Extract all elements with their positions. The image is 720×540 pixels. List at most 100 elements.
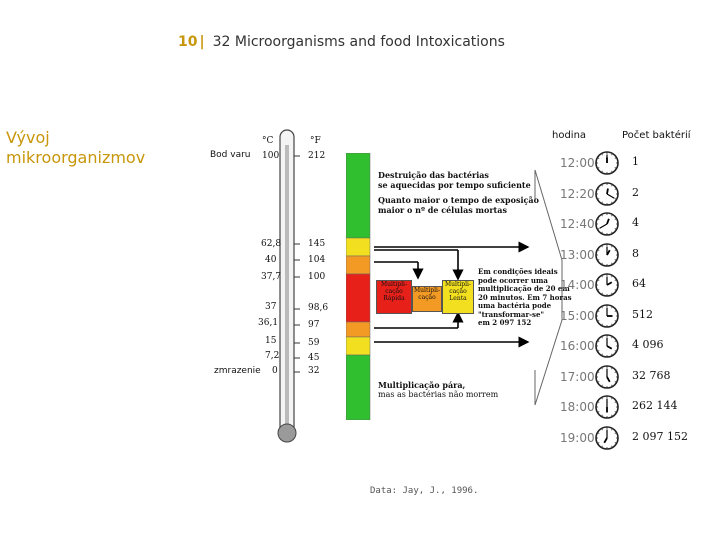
time-label: 16:00 xyxy=(560,339,595,353)
bottom-line: Multiplicação pára, xyxy=(378,380,466,390)
bacteria-count: 64 xyxy=(632,277,646,290)
time-label: 12:20 xyxy=(560,186,595,201)
destruction-line: maior o nº de células mortas xyxy=(378,205,507,215)
bottom-line: mas as bactérias não morrem xyxy=(378,390,499,399)
clock-icon xyxy=(595,303,619,328)
celsius-tick: 100 xyxy=(262,151,280,161)
celsius-tick: 37,7 xyxy=(261,272,282,282)
bacteria-count: 4 096 xyxy=(632,338,664,351)
box-line: Rápida xyxy=(383,295,405,302)
fahrenheit-tick: 212 xyxy=(308,151,326,161)
schedule-row: 12:20 2 xyxy=(560,179,720,210)
celsius-unit: °C xyxy=(262,136,274,146)
schedule-row: 17:00 32 768 xyxy=(560,362,720,393)
freezing-label: zmrazenie xyxy=(214,366,261,376)
schedule-row: 14:00 64 xyxy=(560,270,720,301)
destruction-line: Destruição das bactérias xyxy=(378,170,489,180)
celsius-tick: 40 xyxy=(265,255,277,265)
fast-multiplication-box: Multipli- cação Rápida xyxy=(376,280,412,314)
mid-line: multiplicação de 20 em xyxy=(478,284,570,293)
time-label: 18:00 xyxy=(560,400,595,414)
time-label: 19:00 xyxy=(560,430,595,445)
schedule-row: 12:00 1 xyxy=(560,148,720,179)
celsius-tick: 37 xyxy=(265,302,277,312)
celsius-tick: 7,2 xyxy=(265,351,280,361)
box-line: cação xyxy=(418,294,436,301)
bacteria-count: 2 097 152 xyxy=(632,429,688,443)
time-label: 12:40 xyxy=(560,217,595,231)
clock-icon xyxy=(595,425,619,450)
clock-icon xyxy=(595,334,619,358)
stop-multiplication-text: Multiplicação pára, mas as bactérias não… xyxy=(378,380,498,400)
bacteria-count: 32 768 xyxy=(632,368,671,382)
destruction-line: se aquecidas por tempo suficiente xyxy=(378,180,531,190)
bacteria-count: 1 xyxy=(632,155,639,168)
celsius-tick: 0 xyxy=(272,366,278,376)
fahrenheit-tick: 45 xyxy=(308,353,320,363)
schedule-row: 18:00 262 144 xyxy=(560,392,720,423)
schedule-row: 16:00 4 096 xyxy=(560,331,720,362)
time-label: 15:00 xyxy=(560,308,595,323)
celsius-tick: 36,1 xyxy=(258,318,279,328)
box-line: Multipli- xyxy=(445,281,471,288)
bacteria-count: 512 xyxy=(632,307,653,321)
mid-line: "transformar-se" xyxy=(478,309,545,319)
bacteria-count: 262 144 xyxy=(632,399,678,412)
mid-line: em 2 097 152 xyxy=(478,318,532,327)
page-header: 10| 32 Microorganisms and food Intoxicati… xyxy=(178,34,505,50)
ideal-conditions-text: Em condições ideais pode ocorrer uma mul… xyxy=(478,267,572,328)
header-separator: | xyxy=(199,34,205,50)
box-line: cação xyxy=(385,288,403,295)
fahrenheit-tick: 145 xyxy=(308,239,326,249)
temperature-zone-bar xyxy=(346,153,371,420)
clock-icon xyxy=(595,273,619,297)
data-source: Data: Jay, J., 1996. xyxy=(370,486,479,496)
time-label: 14:00 xyxy=(560,278,595,292)
arrow-diagram xyxy=(374,169,563,406)
clock-icon xyxy=(595,364,619,389)
box-line: Multipli- xyxy=(381,281,407,288)
medium-multiplication-box: Multipli- cação xyxy=(412,286,442,312)
fahrenheit-tick: 98,6 xyxy=(308,303,329,313)
schedule-row: 15:00 512 xyxy=(560,301,720,332)
fahrenheit-tick: 59 xyxy=(308,338,320,348)
clock-icon xyxy=(595,395,619,419)
side-title-line1: Vývoj xyxy=(6,128,50,147)
schedule-row: 12:40 4 xyxy=(560,209,720,240)
bacteria-count: 2 xyxy=(632,185,639,199)
side-title-line2: mikroorganizmov xyxy=(6,148,146,167)
page-number: 10 xyxy=(178,34,198,50)
fahrenheit-tick: 32 xyxy=(308,366,320,376)
page-title: 32 Microorganisms and food Intoxications xyxy=(212,34,505,50)
celsius-tick: 62,8 xyxy=(261,239,282,249)
fahrenheit-tick: 97 xyxy=(308,320,320,330)
clock-icon xyxy=(595,242,619,267)
clock-icon xyxy=(595,212,619,236)
fahrenheit-tick: 100 xyxy=(308,272,326,282)
destruction-line: Quanto maior o tempo de exposição xyxy=(378,195,539,205)
hour-column-header: hodina xyxy=(552,130,587,141)
mid-line: 20 minutos. Em 7 horas xyxy=(478,292,572,302)
time-label: 13:00 xyxy=(560,247,595,262)
time-label: 17:00 xyxy=(560,369,595,384)
fahrenheit-tick: 104 xyxy=(308,255,326,265)
celsius-tick: 15 xyxy=(265,336,277,346)
bacteria-count: 8 xyxy=(632,246,639,260)
clock-icon xyxy=(595,181,619,206)
clock-icon xyxy=(595,151,619,175)
box-line: Multipli- xyxy=(414,287,440,294)
bacteria-count: 4 xyxy=(632,216,639,229)
slow-multiplication-box: Multipli- cação Lenta xyxy=(442,280,474,314)
thermometer xyxy=(277,129,300,443)
count-column-header: Počet baktérií xyxy=(622,130,691,141)
schedule-row: 13:00 8 xyxy=(560,240,720,271)
schedule-row: 19:00 2 097 152 xyxy=(560,423,720,454)
side-title: Vývoj mikroorganizmov xyxy=(6,128,145,168)
mid-line: pode ocorrer uma xyxy=(478,275,548,285)
box-line: cação xyxy=(449,288,467,295)
time-label: 12:00 xyxy=(560,156,595,170)
destruction-text: Destruição das bactérias se aquecidas po… xyxy=(378,170,539,215)
mid-line: Em condições ideais xyxy=(478,267,558,276)
fahrenheit-unit: °F xyxy=(310,136,321,146)
